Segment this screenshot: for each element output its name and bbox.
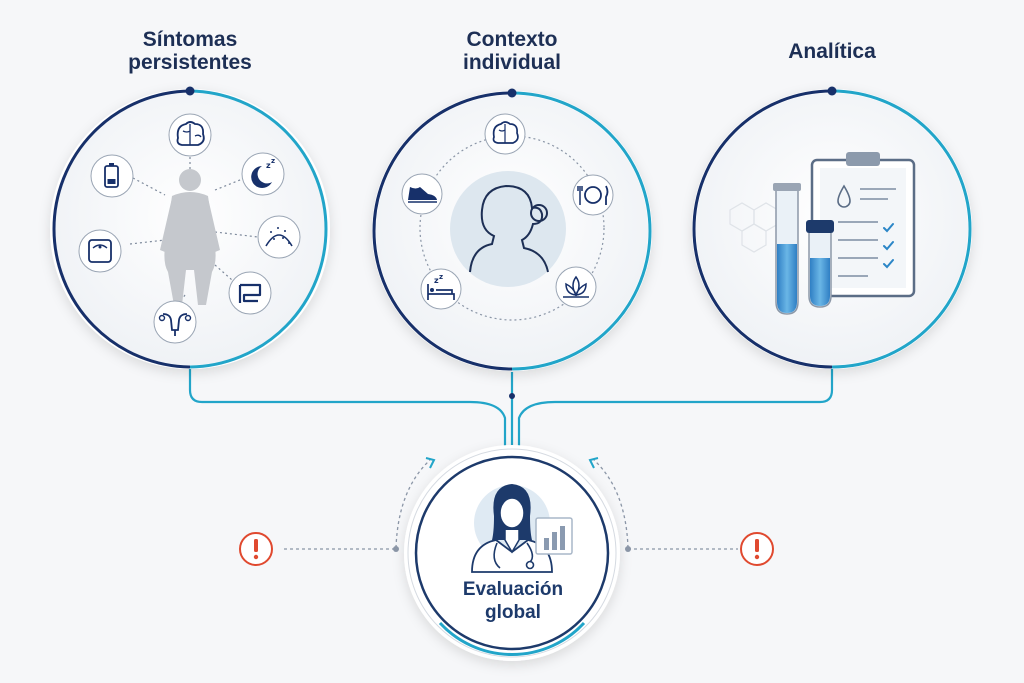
symptoms-circle: z z xyxy=(50,86,330,369)
symptoms-title: Síntomas persistentes xyxy=(128,28,252,74)
warning-icon xyxy=(239,532,273,566)
arrowhead-left xyxy=(425,457,436,469)
bed-sleep-icon: z z xyxy=(420,268,462,310)
analytics-title: Analítica xyxy=(788,40,876,63)
context-circle: z z xyxy=(372,88,652,371)
fork-plate-knife-icon xyxy=(572,174,614,216)
connector-lines xyxy=(188,368,834,448)
context-title: Contexto individual xyxy=(462,28,561,74)
intestine-icon xyxy=(228,271,272,315)
stethoscope-icon xyxy=(493,542,535,570)
clipboard-checklist-icon xyxy=(810,152,916,298)
evaluation-circle xyxy=(404,445,620,661)
warning-icon xyxy=(740,532,774,566)
arrowhead-right xyxy=(588,457,599,469)
uterus-icon xyxy=(153,300,197,344)
brain-icon xyxy=(168,113,212,157)
analytics-circle xyxy=(692,86,972,369)
sneaker-icon xyxy=(401,173,443,215)
scale-icon xyxy=(78,229,122,273)
doctor-icon xyxy=(471,484,553,573)
svg-text:z: z xyxy=(266,161,271,170)
svg-text:z: z xyxy=(434,276,439,285)
woman-profile-icon xyxy=(450,171,566,287)
evaluation-label: Evaluación global xyxy=(462,579,564,623)
skin-icon xyxy=(257,215,301,259)
body-silhouette-icon xyxy=(160,169,220,305)
brain-icon xyxy=(484,113,526,155)
svg-text:z: z xyxy=(271,157,275,165)
test-tube-icon xyxy=(773,183,834,315)
connector-node xyxy=(509,393,515,399)
sleep-moon-icon: z z xyxy=(241,152,285,196)
lotus-icon xyxy=(555,266,597,308)
battery-icon xyxy=(90,154,134,198)
drop-icon xyxy=(837,184,851,208)
bar-chart-icon xyxy=(535,517,573,555)
svg-text:z: z xyxy=(439,273,443,281)
